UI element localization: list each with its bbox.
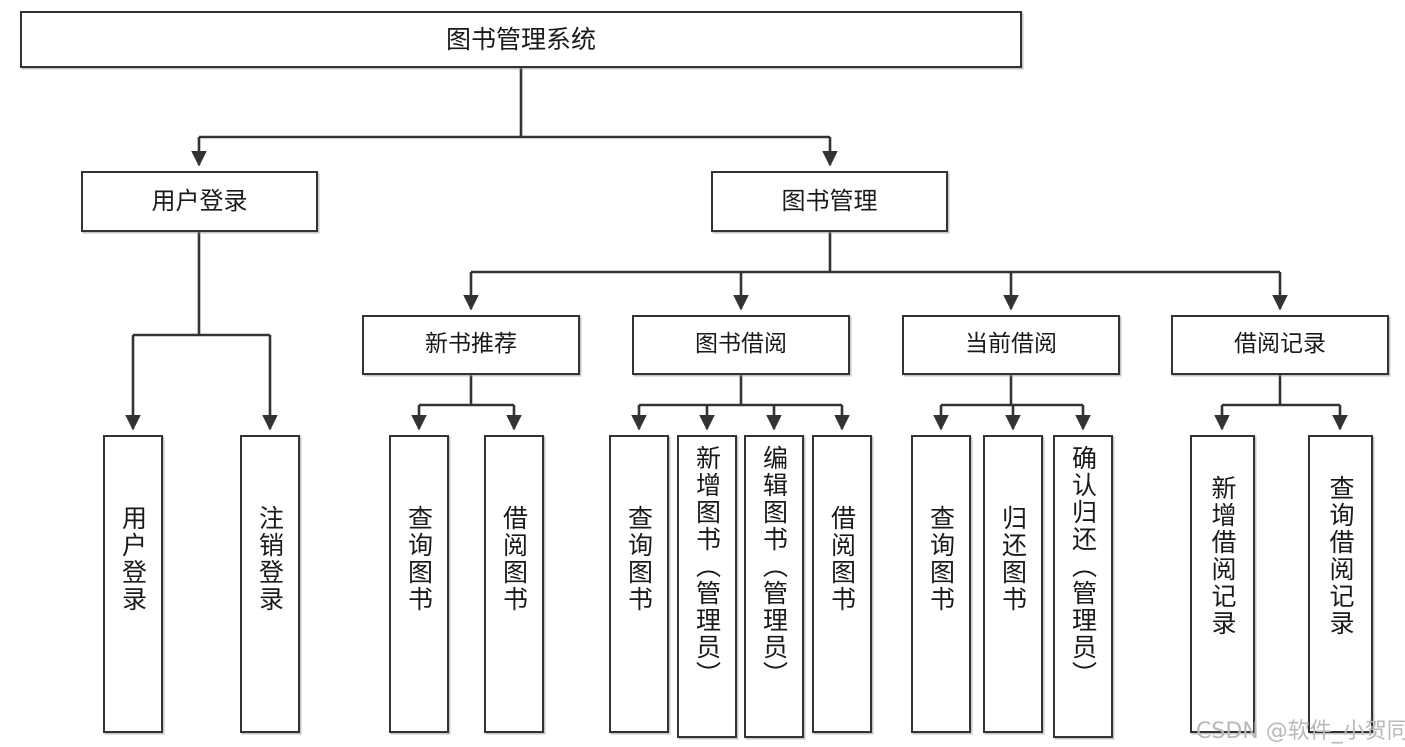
leaf-user-login[interactable]: 用户登录	[103, 435, 163, 733]
leaf-query-borrow-record-label: 查询借阅记录	[1326, 475, 1355, 637]
leaf-borrow-book-label: 借阅图书	[827, 505, 857, 613]
node-root-label: 图书管理系统	[445, 24, 596, 54]
node-book-borrow-label: 图书借阅	[695, 331, 787, 358]
leaf-edit-book-admin[interactable]: 编辑图书（管理员）	[744, 435, 804, 738]
node-new-book-recommend[interactable]: 新书推荐	[362, 315, 580, 375]
leaf-add-book-admin-label: 新增图书（管理员）	[692, 445, 722, 688]
leaf-confirm-return-admin[interactable]: 确认归还（管理员）	[1053, 435, 1113, 738]
leaf-query-books-borrow[interactable]: 查询图书	[609, 435, 669, 733]
leaf-query-books-recommend[interactable]: 查询图书	[389, 435, 449, 733]
node-user-login[interactable]: 用户登录	[81, 171, 318, 232]
node-book-management-label: 图书管理	[781, 187, 878, 216]
leaf-edit-book-admin-label: 编辑图书（管理员）	[759, 445, 789, 688]
node-current-borrow-label: 当前借阅	[965, 331, 1057, 358]
leaf-borrow-books-recommend[interactable]: 借阅图书	[484, 435, 544, 733]
leaf-query-books-current[interactable]: 查询图书	[911, 435, 971, 733]
node-borrow-records-label: 借阅记录	[1234, 331, 1326, 358]
leaf-user-login-label: 用户登录	[118, 505, 148, 613]
leaf-return-book[interactable]: 归还图书	[983, 435, 1043, 733]
leaf-query-books-recommend-label: 查询图书	[404, 505, 434, 613]
node-book-borrow[interactable]: 图书借阅	[632, 315, 850, 375]
leaf-borrow-book[interactable]: 借阅图书	[812, 435, 872, 733]
leaf-add-book-admin[interactable]: 新增图书（管理员）	[677, 435, 737, 738]
leaf-query-books-borrow-label: 查询图书	[624, 505, 654, 613]
watermark-text: CSDN @软件_小贺同学	[1196, 719, 1405, 744]
leaf-return-book-label: 归还图书	[998, 505, 1028, 613]
leaf-borrow-books-recommend-label: 借阅图书	[499, 505, 529, 613]
leaf-logout[interactable]: 注销登录	[240, 435, 300, 733]
node-root[interactable]: 图书管理系统	[20, 11, 1022, 68]
node-new-book-recommend-label: 新书推荐	[425, 331, 517, 358]
leaf-query-books-current-label: 查询图书	[926, 505, 956, 613]
leaf-confirm-return-admin-label: 确认归还（管理员）	[1068, 445, 1098, 688]
node-user-login-label: 用户登录	[151, 187, 248, 216]
leaf-query-borrow-record[interactable]: 查询借阅记录	[1308, 435, 1373, 733]
leaf-add-borrow-record[interactable]: 新增借阅记录	[1190, 435, 1255, 733]
leaf-add-borrow-record-label: 新增借阅记录	[1208, 475, 1237, 637]
node-current-borrow[interactable]: 当前借阅	[902, 315, 1120, 375]
node-borrow-records[interactable]: 借阅记录	[1171, 315, 1389, 375]
node-book-management[interactable]: 图书管理	[711, 171, 948, 232]
leaf-logout-label: 注销登录	[255, 505, 285, 613]
